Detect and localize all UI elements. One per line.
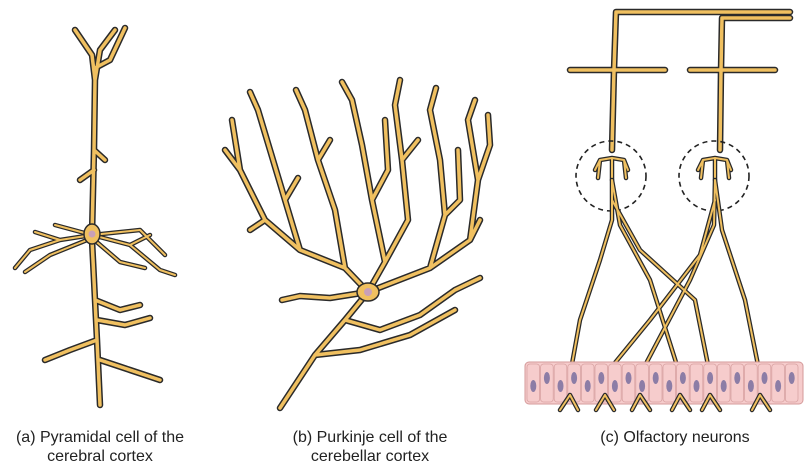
epithelium-nucleus bbox=[625, 372, 632, 384]
epithelium-nucleus bbox=[666, 380, 673, 392]
epithelium-nucleus bbox=[761, 372, 768, 384]
epithelium-nucleus bbox=[775, 380, 782, 392]
caption-pyramidal: (a) Pyramidal cell of the cerebral corte… bbox=[0, 428, 200, 466]
caption-olfactory-line1: (c) Olfactory neurons bbox=[600, 429, 750, 446]
pyramidal-apical-dendrite bbox=[71, 24, 129, 239]
epithelium-nucleus bbox=[693, 380, 700, 392]
epithelium-nucleus bbox=[652, 372, 659, 384]
purkinje-nucleus bbox=[364, 288, 372, 296]
olfactory-receptor-axons bbox=[567, 177, 763, 378]
caption-purkinje-line1: (b) Purkinje cell of the bbox=[292, 429, 448, 446]
epithelium-nucleus bbox=[679, 372, 686, 384]
epithelium-nucleus bbox=[639, 380, 646, 392]
epithelium-nucleus bbox=[530, 380, 537, 392]
epithelium-nucleus bbox=[571, 372, 578, 384]
epithelium-nucleus bbox=[734, 372, 741, 384]
pyramidal-axon bbox=[41, 236, 164, 409]
epithelium-nucleus bbox=[720, 380, 727, 392]
caption-purkinje: (b) Purkinje cell of the cerebellar cort… bbox=[270, 428, 470, 466]
pyramidal-cell bbox=[12, 24, 178, 409]
epithelium-nucleus bbox=[584, 380, 591, 392]
epithelium-cells bbox=[526, 363, 799, 403]
purkinje-dendritic-tree bbox=[221, 76, 494, 296]
pyramidal-nucleus bbox=[88, 230, 96, 238]
epithelium-nucleus bbox=[611, 380, 618, 392]
olfactory-neurons bbox=[524, 8, 804, 413]
pyramidal-basal-dendrites bbox=[12, 222, 178, 278]
caption-pyramidal-line2: cerebral cortex bbox=[47, 448, 153, 465]
epithelium-nucleus bbox=[557, 380, 564, 392]
epithelium-nucleus bbox=[707, 372, 714, 384]
olfactory-cilia bbox=[557, 392, 773, 413]
caption-purkinje-line2: cerebellar cortex bbox=[310, 448, 430, 465]
purkinje-axon bbox=[276, 274, 484, 412]
epithelium-nucleus bbox=[598, 372, 605, 384]
epithelium-nucleus bbox=[747, 380, 754, 392]
olfactory-epithelium bbox=[524, 361, 804, 405]
caption-pyramidal-line1: (a) Pyramidal cell of the bbox=[15, 429, 185, 446]
epithelium-nucleus bbox=[788, 372, 795, 384]
purkinje-cell bbox=[221, 76, 494, 412]
olfactory-tract bbox=[566, 8, 794, 154]
epithelium-nucleus bbox=[543, 372, 550, 384]
caption-olfactory: (c) Olfactory neurons bbox=[560, 428, 790, 447]
